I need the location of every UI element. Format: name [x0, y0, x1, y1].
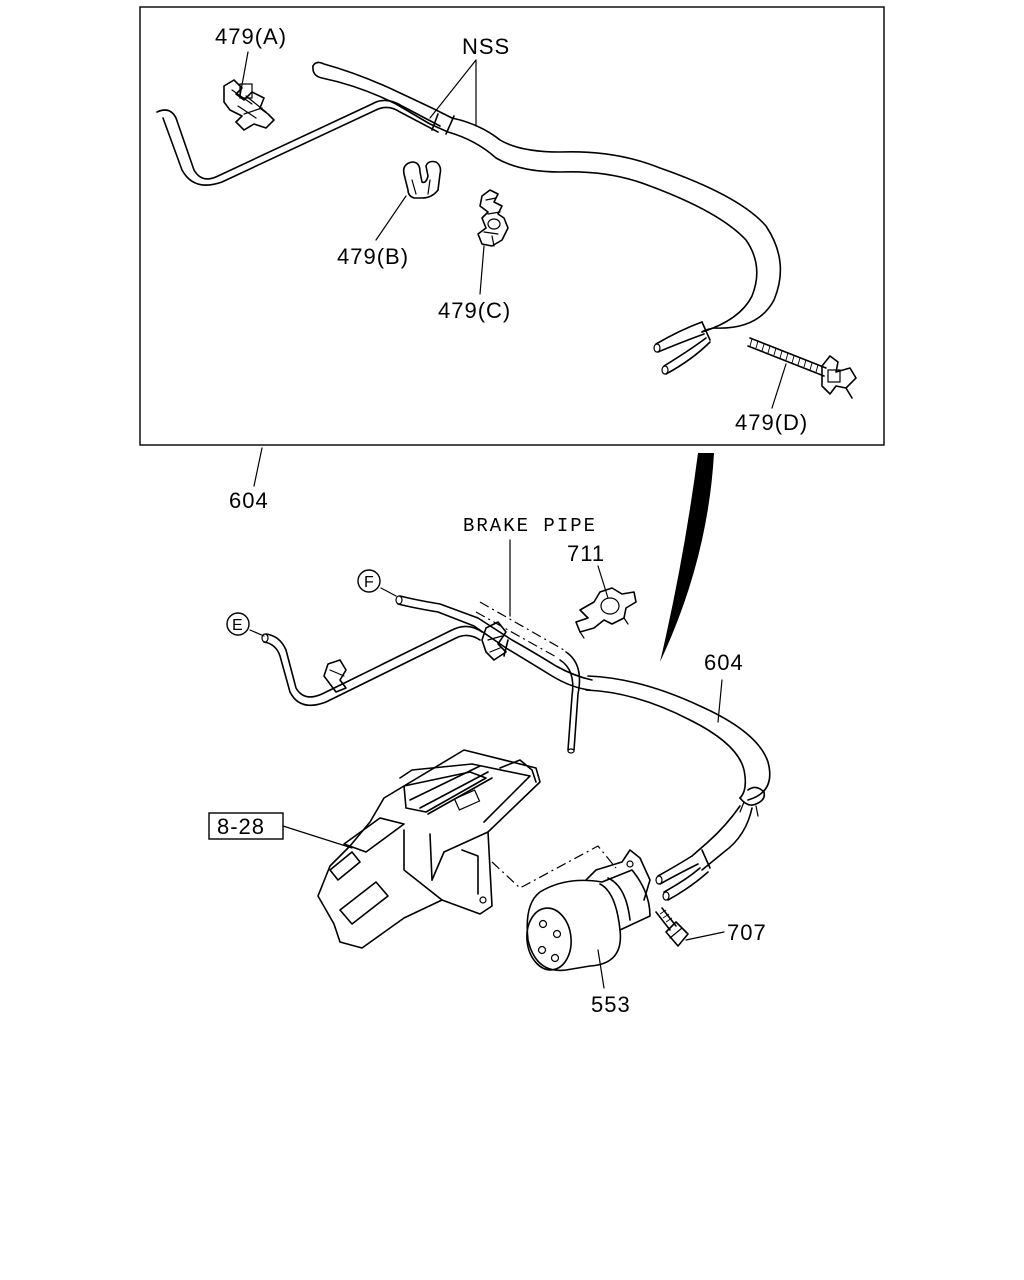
clip-wire-e: [323, 659, 347, 693]
detail-frame: [139, 6, 885, 446]
harness-604-lower: [585, 675, 771, 901]
assembly-line: [491, 845, 617, 889]
clip-479b: [402, 160, 442, 199]
clip-479a: [223, 79, 275, 131]
svg-text:8-28: 8-28: [217, 814, 265, 839]
connector-f-callout: F: [357, 569, 397, 597]
callout-arrow: [660, 453, 714, 662]
clip-479d: [747, 337, 857, 399]
bolt-707: [655, 907, 689, 947]
ref-box-8-28: 8-28: [208, 812, 353, 849]
label-604-bottom: 604: [704, 650, 744, 675]
label-479b: 479(B): [337, 244, 409, 269]
brake-pipe: [475, 539, 581, 754]
wire-f: [395, 595, 593, 691]
svg-text:E: E: [232, 617, 243, 634]
connector-bracket: [317, 749, 541, 949]
connector-e-callout: E: [226, 612, 265, 637]
clip-wire-f: [481, 621, 507, 661]
clip-711: [575, 587, 637, 639]
wire-e: [261, 625, 483, 707]
clip-479c: [477, 189, 509, 247]
label-711: 711: [567, 541, 605, 566]
label-479c: 479(C): [438, 298, 511, 323]
label-479a: 479(A): [215, 24, 287, 49]
label-553: 553: [591, 992, 631, 1017]
left-wire-pipe: [156, 99, 441, 186]
label-brake-pipe: BRAKE PIPE: [463, 515, 597, 537]
harness-604-upper: [312, 61, 782, 375]
label-707: 707: [727, 920, 767, 945]
socket-553: [526, 849, 651, 972]
svg-text:F: F: [364, 574, 374, 591]
label-604-top: 604: [229, 488, 269, 513]
label-nss: NSS: [462, 34, 510, 59]
label-479d: 479(D): [735, 410, 808, 435]
